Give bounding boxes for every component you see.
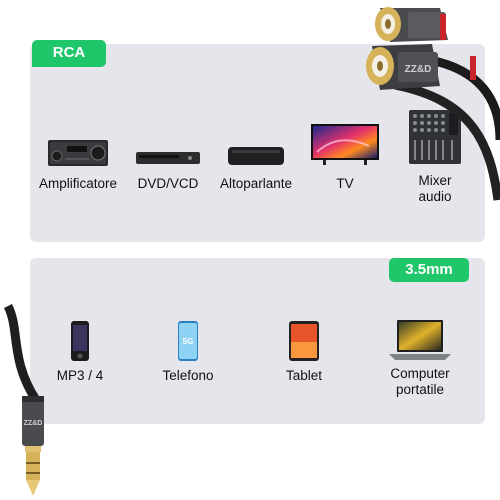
jack-brand-label: ZZ&D bbox=[24, 420, 43, 427]
device-mp3: MP3 / 4 bbox=[42, 320, 118, 384]
device-laptop: Computer portatile bbox=[376, 318, 464, 398]
rca-cable-1 bbox=[394, 80, 500, 201]
tv-icon bbox=[311, 124, 379, 165]
device-tablet: Tablet bbox=[266, 320, 342, 384]
device-label-mixer: Mixer audio bbox=[418, 173, 452, 204]
device-label-laptop: Computer portatile bbox=[390, 366, 450, 397]
rca-badge: RCA bbox=[32, 40, 106, 67]
rca-brand-label: ZZ&D bbox=[405, 64, 432, 75]
tablet-icon bbox=[289, 321, 319, 361]
rca-plug-upper bbox=[375, 7, 448, 42]
mp3-player-icon bbox=[71, 321, 89, 361]
jack-plug: ZZ&D bbox=[22, 396, 44, 496]
device-label-phone: Telefono bbox=[162, 368, 214, 383]
amplifier-icon bbox=[48, 140, 108, 166]
device-tv: TV bbox=[304, 122, 386, 192]
device-dvd: DVD/VCD bbox=[124, 138, 212, 192]
laptop-icon bbox=[389, 320, 451, 360]
device-speaker: Altoparlante bbox=[212, 138, 300, 192]
rca-plug-lower: ZZ&D bbox=[366, 44, 476, 90]
device-label-speaker: Altoparlante bbox=[219, 176, 293, 191]
svg-text:5G: 5G bbox=[183, 337, 194, 346]
device-label-mp3: MP3 / 4 bbox=[56, 368, 104, 383]
device-mixer: Mixer audio bbox=[392, 108, 478, 205]
device-label-amplifier: Amplificatore bbox=[38, 176, 118, 191]
rca-cable-2 bbox=[429, 55, 500, 141]
mixer-icon bbox=[409, 110, 461, 164]
device-phone: 5G Telefono bbox=[150, 320, 226, 384]
dvd-player-icon bbox=[136, 152, 200, 164]
phone-icon: 5G bbox=[178, 321, 198, 361]
jack-badge: 3.5mm bbox=[389, 258, 469, 282]
jack-cable bbox=[3, 303, 40, 403]
device-label-dvd: DVD/VCD bbox=[137, 176, 199, 191]
device-amplifier: Amplificatore bbox=[32, 138, 124, 192]
speaker-icon bbox=[228, 147, 284, 165]
device-label-tablet: Tablet bbox=[285, 368, 323, 383]
device-label-tv: TV bbox=[336, 176, 354, 191]
